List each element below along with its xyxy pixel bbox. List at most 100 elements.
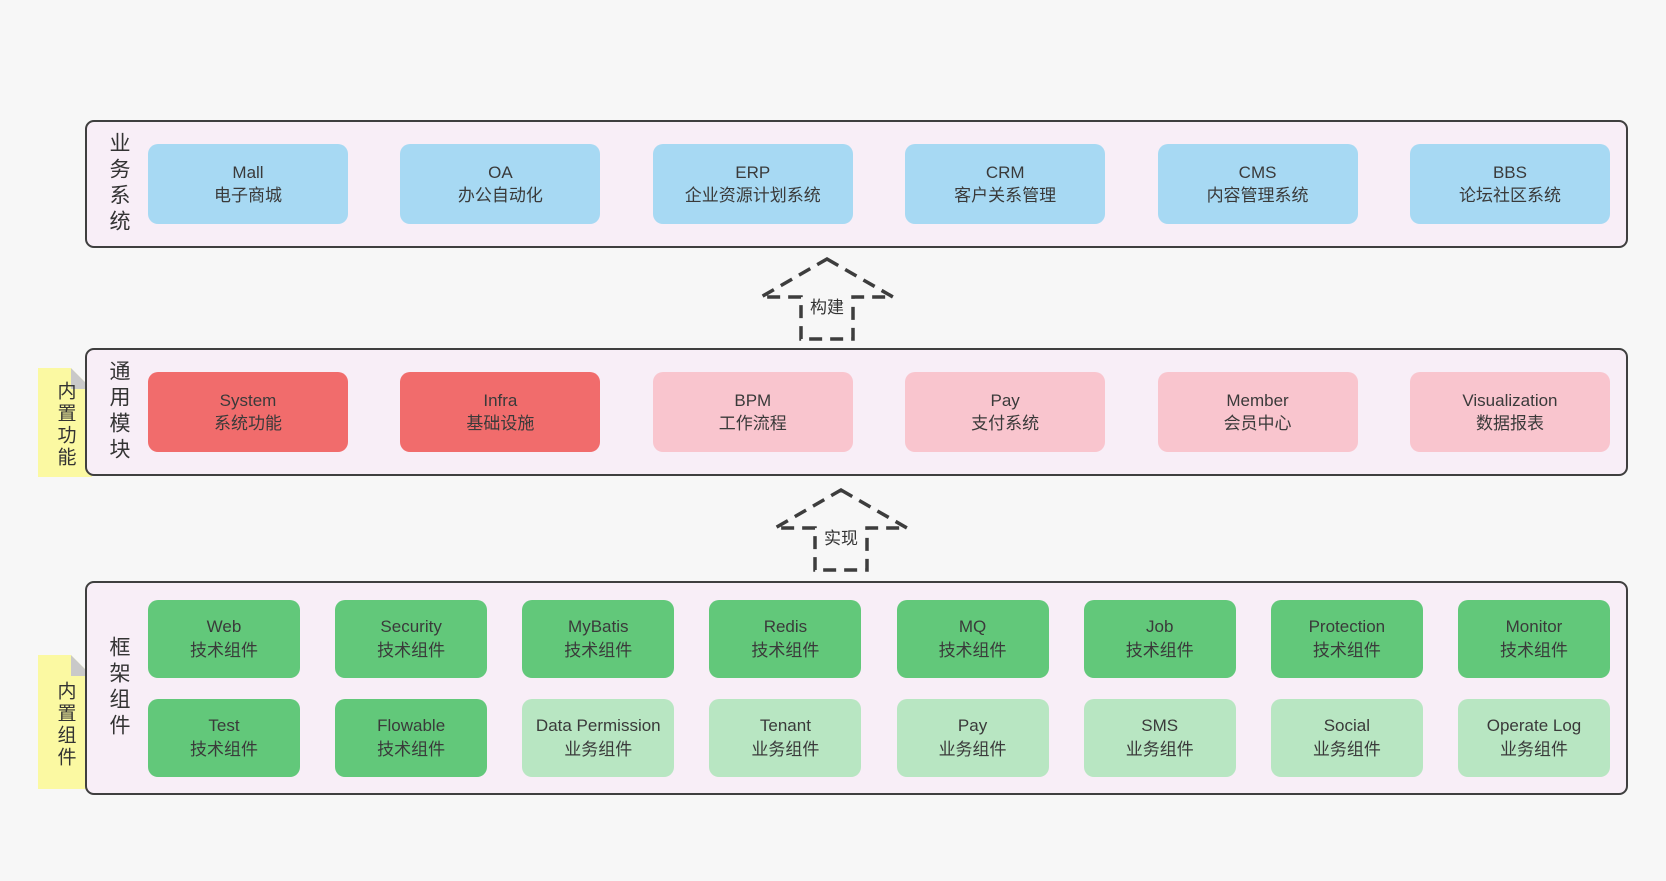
module-title: Mall — [232, 162, 264, 182]
module-box-system: System 系统功能 — [148, 372, 348, 452]
module-subtitle: 论坛社区系统 — [1458, 186, 1561, 205]
sticky-note-label: 内置功能 — [54, 380, 76, 469]
module-title: CMS — [1238, 162, 1277, 182]
module-box-mq: MQ 技术组件 — [896, 599, 1049, 678]
module-title: Pay — [957, 716, 988, 736]
module-title: Tenant — [759, 716, 811, 736]
module-subtitle: 技术组件 — [190, 640, 258, 660]
module-box-sms: SMS 业务组件 — [1083, 698, 1236, 777]
layer-common-modules: 通用模块 System 系统功能 Infra 基础设施 BPM 工作流程 Pay 支付系统 Me… — [85, 348, 1628, 476]
module-subtitle: 内容管理系统 — [1206, 186, 1309, 205]
module-title: Redis — [763, 617, 808, 637]
module-box-test: Test 技术组件 — [148, 698, 300, 777]
module-subtitle: 业务组件 — [564, 739, 633, 759]
sticky-note-built-in-features: 内置功能 — [38, 368, 92, 477]
module-subtitle: 支付系统 — [971, 414, 1040, 433]
module-box-operate-log: Operate Log 业务组件 — [1457, 698, 1610, 777]
module-subtitle: 业务组件 — [1499, 739, 1568, 759]
box-row: Test 技术组件 Flowable 技术组件 Data Permission 业务组件 T… — [148, 698, 1610, 777]
module-subtitle: 技术组件 — [564, 640, 633, 660]
module-title: Web — [206, 617, 242, 637]
up-arrow-outline-icon — [771, 487, 911, 572]
arrow-label: 实现 — [821, 523, 861, 550]
module-box-monitor: Monitor 技术组件 — [1457, 599, 1610, 678]
module-title: BBS — [1492, 162, 1527, 182]
module-subtitle: 工作流程 — [718, 414, 787, 433]
module-title: MyBatis — [568, 617, 629, 637]
module-subtitle: 技术组件 — [1499, 640, 1568, 660]
module-title: Social — [1323, 716, 1370, 736]
module-subtitle: 客户关系管理 — [954, 186, 1057, 205]
arrow-build: 构建 — [757, 255, 897, 343]
module-subtitle: 办公自动化 — [457, 186, 543, 205]
sticky-note-built-in-components: 内置组件 — [38, 655, 92, 789]
module-subtitle: 基础设施 — [466, 414, 535, 433]
arrow-implement: 实现 — [771, 486, 911, 574]
module-subtitle: 技术组件 — [938, 640, 1007, 660]
module-box-erp: ERP 企业资源计划系统 — [652, 144, 853, 224]
module-box-oa: OA 办公自动化 — [400, 144, 601, 224]
up-arrow-outline-icon — [757, 256, 897, 341]
module-title: Flowable — [377, 716, 446, 736]
module-title: Pay — [990, 390, 1020, 410]
module-title: MQ — [958, 617, 987, 637]
module-box-mybatis: MyBatis 技术组件 — [522, 599, 675, 678]
sticky-note-label: 内置组件 — [54, 680, 76, 769]
module-title: System — [219, 390, 277, 410]
module-subtitle: 企业资源计划系统 — [684, 186, 821, 205]
module-box-visualization: Visualization 数据报表 — [1409, 372, 1610, 452]
module-title: BPM — [734, 390, 772, 410]
module-subtitle: 业务组件 — [1125, 739, 1194, 759]
module-title: Protection — [1308, 617, 1386, 637]
module-title: Job — [1145, 617, 1174, 637]
module-box-social: Social 业务组件 — [1270, 698, 1423, 777]
module-title: Monitor — [1505, 617, 1563, 637]
layer-label: 框架组件 — [107, 636, 130, 740]
module-subtitle: 业务组件 — [1312, 739, 1381, 759]
module-subtitle: 系统功能 — [214, 414, 282, 433]
module-title: Security — [380, 617, 442, 637]
module-box-protection: Protection 技术组件 — [1270, 599, 1423, 678]
module-subtitle: 业务组件 — [751, 739, 820, 759]
module-box-pay: Pay 支付系统 — [905, 372, 1106, 452]
layer-label: 业务系统 — [107, 132, 130, 236]
module-subtitle: 数据报表 — [1475, 414, 1544, 433]
module-title: Data Permission — [535, 716, 661, 736]
module-title: Operate Log — [1486, 716, 1582, 736]
module-subtitle: 会员中心 — [1223, 414, 1292, 433]
module-box-infra: Infra 基础设施 — [400, 372, 601, 452]
module-subtitle: 业务组件 — [938, 739, 1007, 759]
arrow-label: 构建 — [807, 292, 847, 319]
module-box-mall: Mall 电子商城 — [148, 144, 348, 224]
module-title: OA — [488, 162, 513, 182]
module-subtitle: 技术组件 — [751, 640, 820, 660]
module-box-flowable: Flowable 技术组件 — [335, 698, 488, 777]
layer-label: 通用模块 — [107, 360, 130, 464]
module-title: SMS — [1141, 716, 1179, 736]
module-subtitle: 技术组件 — [1312, 640, 1381, 660]
module-subtitle: 技术组件 — [190, 739, 258, 759]
module-box-data-permission: Data Permission 业务组件 — [522, 698, 675, 777]
module-title: Infra — [483, 390, 518, 410]
module-title: Test — [208, 716, 240, 736]
module-subtitle: 电子商城 — [214, 186, 282, 205]
module-box-web: Web 技术组件 — [148, 599, 300, 678]
module-title: ERP — [735, 162, 771, 182]
module-subtitle: 技术组件 — [377, 739, 446, 759]
module-box-redis: Redis 技术组件 — [709, 599, 862, 678]
module-title: Visualization — [1462, 390, 1558, 410]
module-box-cms: CMS 内容管理系统 — [1157, 144, 1358, 224]
